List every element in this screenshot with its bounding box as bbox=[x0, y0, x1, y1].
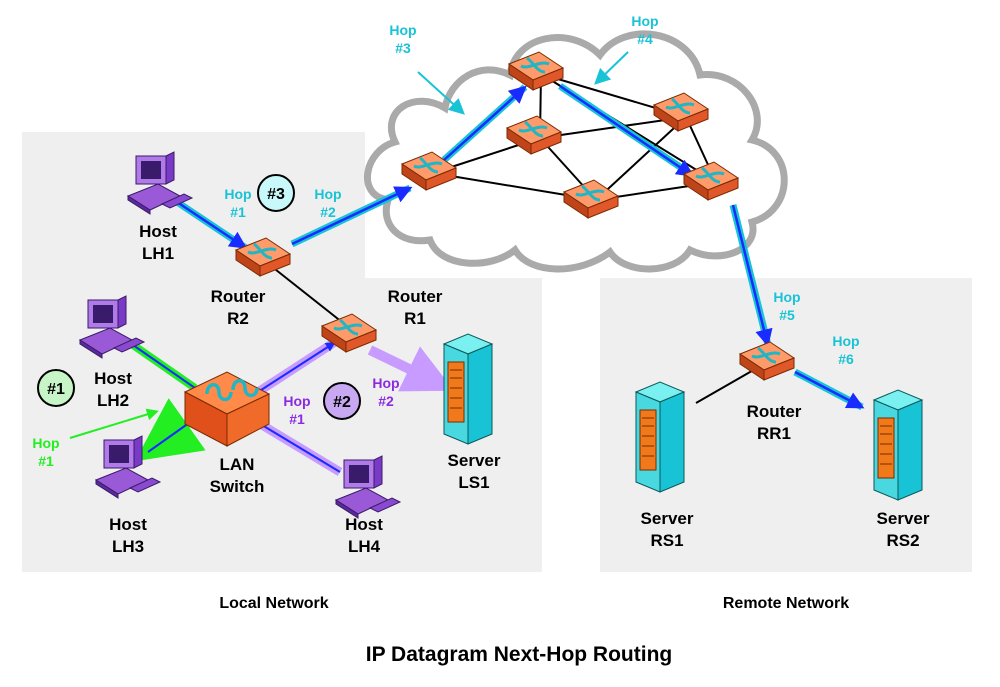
hop3-pointer-arrow bbox=[417, 71, 465, 115]
badge-3-label: #3 bbox=[267, 186, 285, 203]
server-rs2-icon bbox=[873, 389, 923, 501]
green-hop-pointer-arrow bbox=[69, 408, 159, 439]
hop-purple-2-label: Hop#2 bbox=[372, 375, 399, 409]
hop-cyan-3-label: Hop#3 bbox=[389, 22, 416, 56]
badge-2: #2 bbox=[323, 382, 361, 420]
hop-cyan-6-label: Hop#6 bbox=[832, 333, 859, 367]
hop-cyan-1-label: Hop#1 bbox=[224, 186, 251, 220]
hop-cyan-4-label: Hop#4 bbox=[631, 13, 658, 47]
hop-green-1-label: Hop#1 bbox=[32, 435, 59, 469]
server-ls1-icon bbox=[443, 333, 493, 445]
hop-purple-1-label: Hop#1 bbox=[283, 393, 310, 427]
purple-hop-path bbox=[255, 336, 454, 476]
local-network-label: Local Network bbox=[219, 595, 328, 612]
remote-network-label: Remote Network bbox=[723, 595, 849, 612]
badge-2-label: #2 bbox=[333, 394, 351, 411]
badge-1-label: #1 bbox=[47, 381, 65, 398]
badge-3: #3 bbox=[257, 174, 295, 212]
hop-cyan-5-label: Hop#5 bbox=[773, 289, 800, 323]
cyan-hop-path bbox=[172, 83, 865, 411]
server-rs1-icon bbox=[635, 381, 685, 493]
badge-1: #1 bbox=[37, 369, 75, 407]
local-network-panel bbox=[22, 132, 542, 572]
diagram-title: IP Datagram Next-Hop Routing bbox=[366, 643, 672, 666]
internet-cloud bbox=[364, 30, 788, 273]
lan-switch-icon bbox=[183, 371, 271, 447]
hop4-pointer-arrow bbox=[594, 51, 629, 85]
hop-cyan-2-label: Hop#2 bbox=[314, 186, 341, 220]
